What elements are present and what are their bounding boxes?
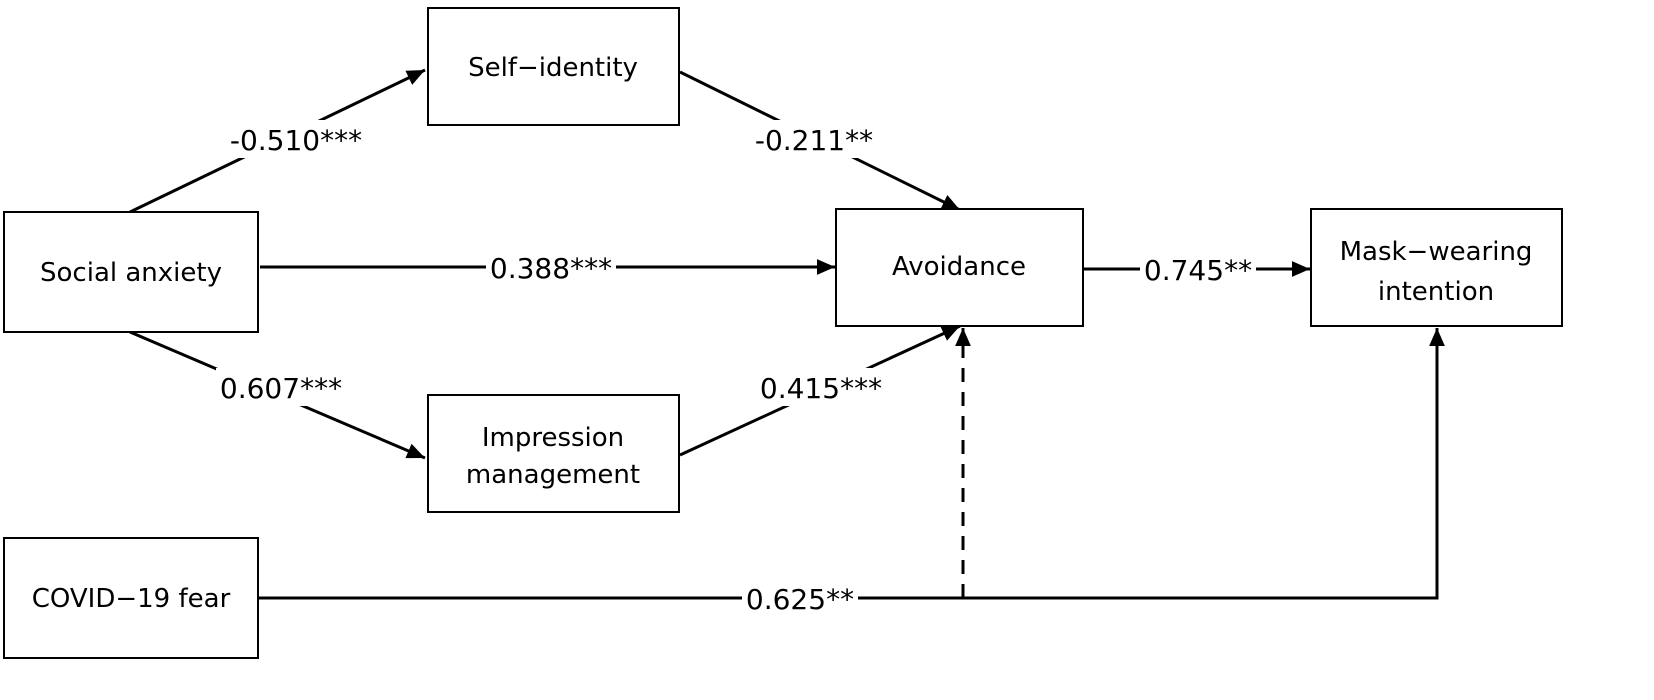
coef-impression-to-avoidance: 0.415*** xyxy=(760,372,882,405)
node-impression-label-line1: Impression xyxy=(482,423,624,453)
node-mask-label-line2: intention xyxy=(1378,277,1494,307)
node-mask-label-line1: Mask−wearing xyxy=(1340,237,1533,267)
node-covid-fear: COVID−19 fear xyxy=(3,537,259,659)
node-self-identity-label: Self−identity xyxy=(468,53,638,83)
coef-covid-to-mask: 0.625** xyxy=(746,583,854,616)
coef-social-to-impression: 0.607*** xyxy=(220,372,342,405)
coefficients: -0.510*** -0.211** 0.388*** 0.607*** 0.4… xyxy=(216,120,1256,618)
coef-social-to-self: -0.510*** xyxy=(230,124,362,157)
coef-avoidance-to-mask: 0.745** xyxy=(1144,254,1252,287)
node-avoidance-label: Avoidance xyxy=(892,252,1026,282)
node-covid-fear-label: COVID−19 fear xyxy=(32,584,231,614)
coef-social-to-avoidance: 0.388*** xyxy=(490,252,612,285)
node-mask-wearing-intention: Mask−wearing intention xyxy=(1310,208,1563,327)
node-impression-management: Impression management xyxy=(427,394,680,513)
arrow-covid-to-mask xyxy=(258,328,1445,600)
node-social-anxiety-label: Social anxiety xyxy=(40,258,222,288)
node-avoidance: Avoidance xyxy=(835,208,1084,327)
node-social-anxiety: Social anxiety xyxy=(3,211,259,333)
node-impression-label-line2: management xyxy=(466,460,640,490)
coef-self-to-avoidance: -0.211** xyxy=(755,124,873,157)
node-self-identity: Self−identity xyxy=(427,7,680,126)
